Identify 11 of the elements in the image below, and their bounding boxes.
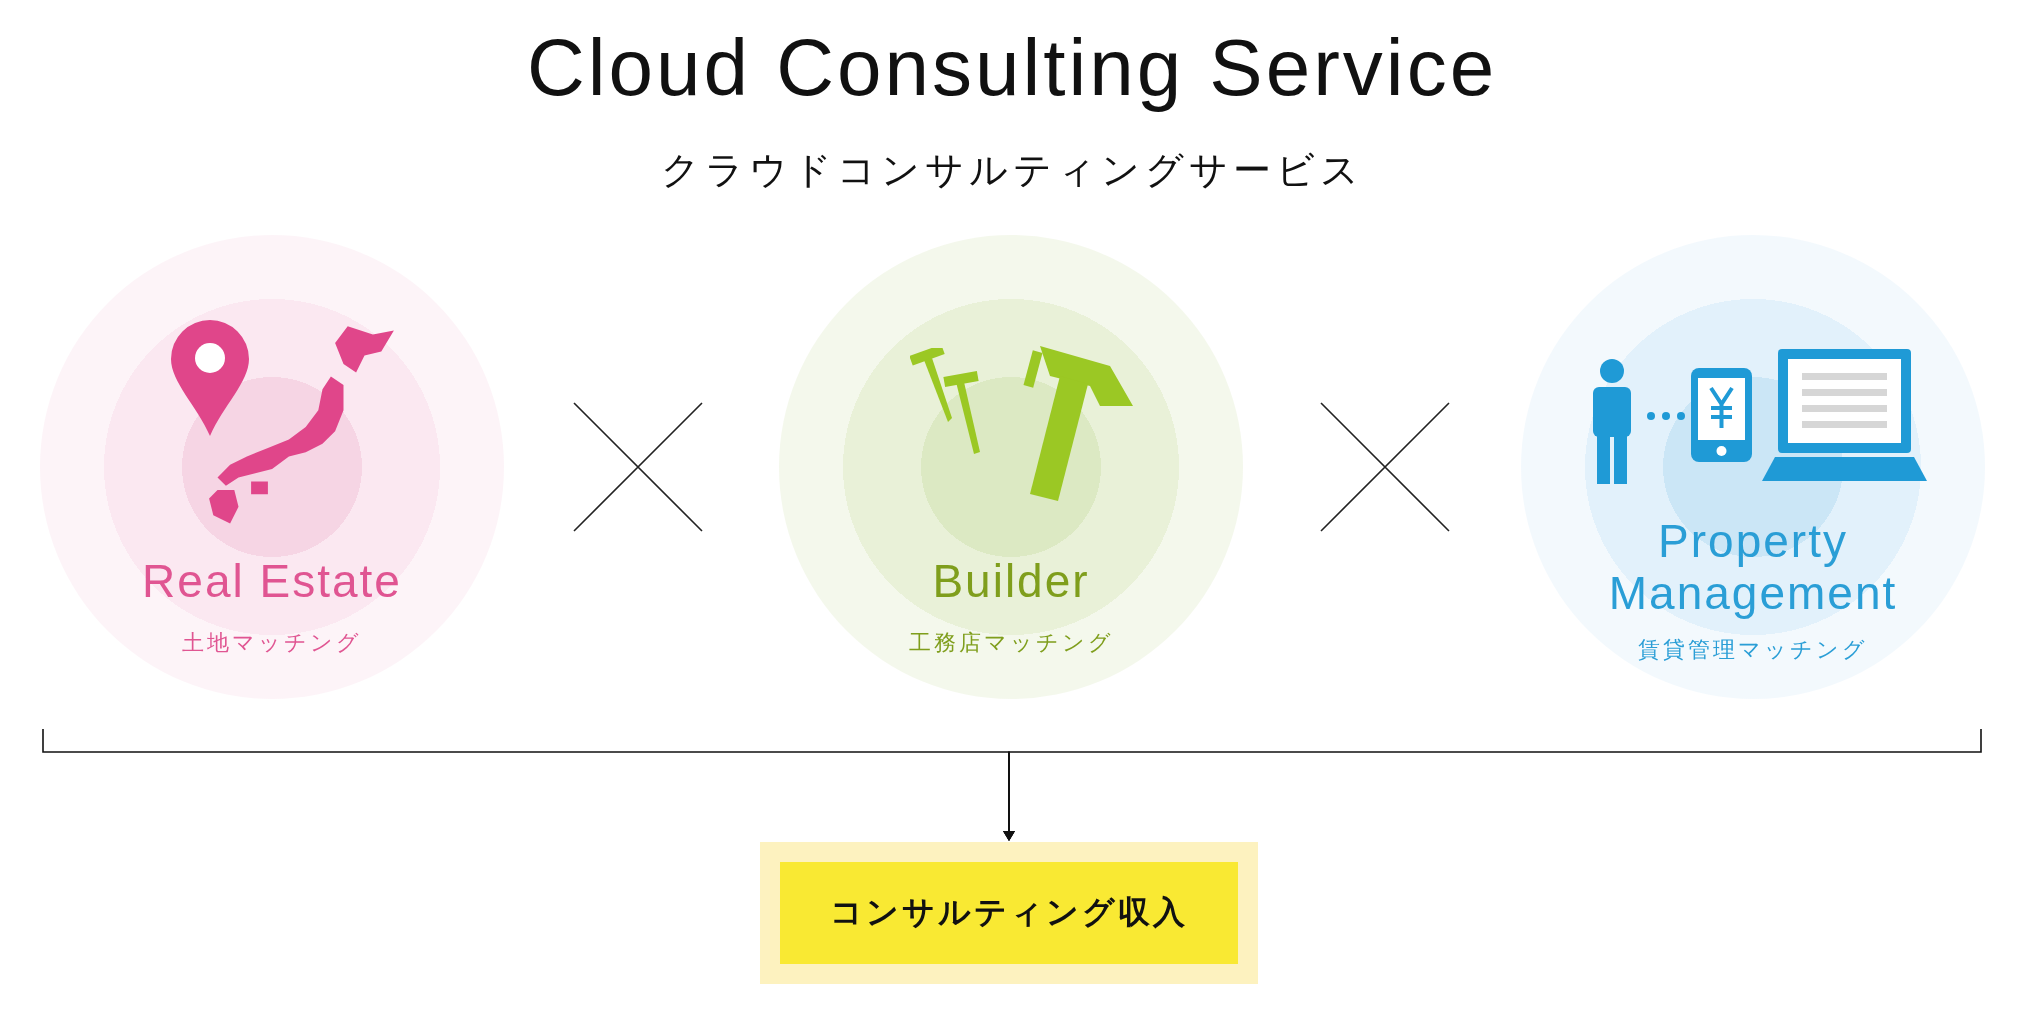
result-box [760, 842, 1258, 984]
node-title: Builder [931, 555, 1091, 607]
node-title: Real Estate [141, 555, 403, 607]
result-label: コンサルティング収入 [830, 892, 1188, 933]
node-subtitle: 土地マッチング [182, 629, 362, 657]
subtitle: クラウドコンサルティングサービス [659, 147, 1365, 194]
node-subtitle: 工務店マッチング [908, 629, 1114, 657]
title: Cloud Consulting Service [525, 22, 1499, 114]
node-subtitle: 賃貸管理マッチング [1638, 636, 1868, 664]
node-title: Property Management [1607, 515, 1899, 619]
connector-arrow [1003, 728, 1982, 841]
